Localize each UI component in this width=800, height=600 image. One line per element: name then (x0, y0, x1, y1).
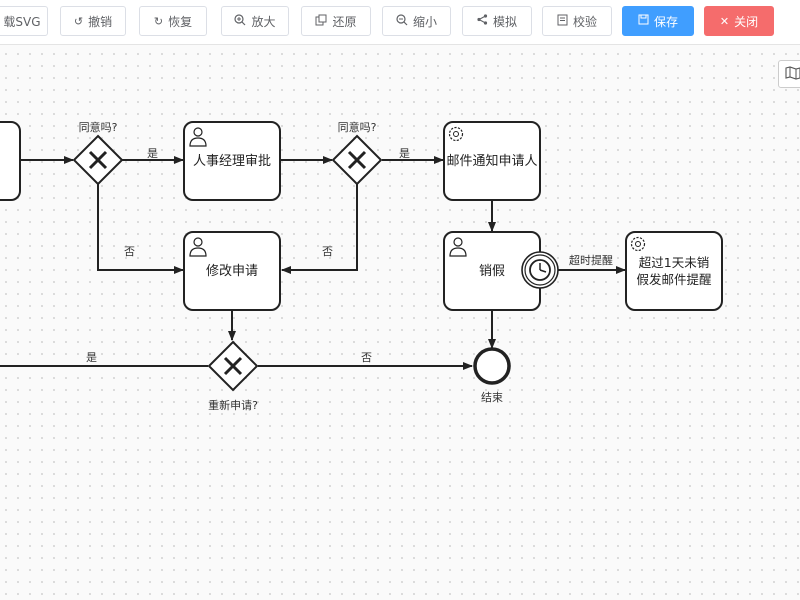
x-icon (88, 150, 108, 170)
gear-icon (448, 126, 464, 142)
task-overdue-email[interactable] (625, 231, 723, 311)
flow-yes-label-2: 是 (399, 147, 410, 160)
undo-icon: ↺ (73, 14, 84, 28)
redo-icon: ↻ (153, 14, 164, 28)
undo-button[interactable]: ↺ 撤销 (60, 6, 126, 36)
end-event-label: 结束 (481, 391, 503, 404)
zoom-out-button[interactable]: 缩小 (382, 6, 451, 36)
exclusive-gateway-3[interactable] (207, 340, 259, 392)
task-hr-approval-label: 人事经理审批 (192, 153, 271, 169)
user-icon (449, 237, 467, 257)
zoom-in-label: 放大 (251, 14, 276, 29)
task-overdue-email-label: 超过1天未销 假发邮件提醒 (626, 232, 722, 310)
flow-reapply-no-label: 否 (361, 351, 372, 364)
zoom-out-label: 缩小 (412, 14, 437, 29)
simulate-label: 模拟 (492, 14, 517, 29)
user-icon (189, 127, 207, 147)
flow-timeout-label: 超时提醒 (569, 254, 613, 267)
gateway2-label: 同意吗? (337, 121, 377, 134)
undo-label: 撤销 (88, 14, 113, 29)
map-icon (785, 65, 800, 84)
copy-icon (315, 14, 327, 29)
redo-label: 恢复 (168, 14, 193, 29)
gateway1-label: 同意吗? (78, 121, 118, 134)
close-button[interactable]: ✕ 关闭 (704, 6, 774, 36)
close-label: 关闭 (734, 14, 759, 29)
flow-no-label-2: 否 (322, 245, 333, 258)
reset-label: 还原 (332, 14, 357, 29)
reset-button[interactable]: 还原 (301, 6, 371, 36)
save-icon (638, 14, 649, 28)
save-label: 保存 (653, 14, 678, 29)
clock-icon (529, 259, 551, 281)
save-button[interactable]: 保存 (622, 6, 694, 36)
validate-label: 校验 (572, 14, 597, 29)
toolbar: 载SVG ↺ 撤销 ↻ 恢复 放大 还原 缩小 模拟 校验 (0, 0, 800, 45)
flow-yes-label-1: 是 (147, 147, 158, 160)
task-overdue-email-line1: 超过1天未销 (638, 255, 710, 270)
download-svg-label: 载SVG (3, 14, 41, 29)
task-email-notify[interactable] (443, 121, 541, 201)
document-check-icon (557, 14, 568, 29)
flow-no-label-1: 否 (124, 245, 135, 258)
task-modify-request[interactable] (183, 231, 281, 311)
zoom-out-icon (396, 13, 408, 29)
redo-button[interactable]: ↻ 恢复 (139, 6, 207, 36)
task-hr-approval[interactable] (183, 121, 281, 201)
simulate-button[interactable]: 模拟 (462, 6, 532, 36)
user-icon (189, 237, 207, 257)
validate-button[interactable]: 校验 (542, 6, 612, 36)
timer-boundary-event[interactable] (521, 251, 559, 289)
download-svg-button[interactable]: 载SVG (0, 6, 48, 36)
task-left-partial[interactable] (0, 121, 21, 201)
zoom-in-icon (234, 13, 246, 29)
x-icon (223, 356, 243, 376)
x-icon (347, 150, 367, 170)
exclusive-gateway-1[interactable] (72, 134, 124, 186)
task-email-notify-label: 邮件通知申请人 (446, 153, 538, 169)
flow-gateway1-no[interactable] (97, 184, 184, 274)
minimap-toggle-button[interactable] (778, 60, 800, 88)
task-modify-request-label: 修改申请 (205, 263, 258, 279)
flow-reapply-yes-label: 是 (86, 351, 97, 364)
flow-gateway2-no[interactable] (281, 184, 358, 274)
exclusive-gateway-2[interactable] (331, 134, 383, 186)
share-icon (477, 14, 488, 28)
end-event[interactable] (473, 347, 511, 385)
task-left-partial-label: 批 (0, 122, 16, 200)
close-icon: ✕ (719, 14, 730, 28)
task-overdue-email-line2: 假发邮件提醒 (636, 272, 712, 287)
zoom-in-button[interactable]: 放大 (221, 6, 289, 36)
task-cancel-leave-label: 销假 (478, 263, 505, 279)
gateway3-label: 重新申请? (208, 399, 258, 412)
gear-icon (630, 236, 646, 252)
